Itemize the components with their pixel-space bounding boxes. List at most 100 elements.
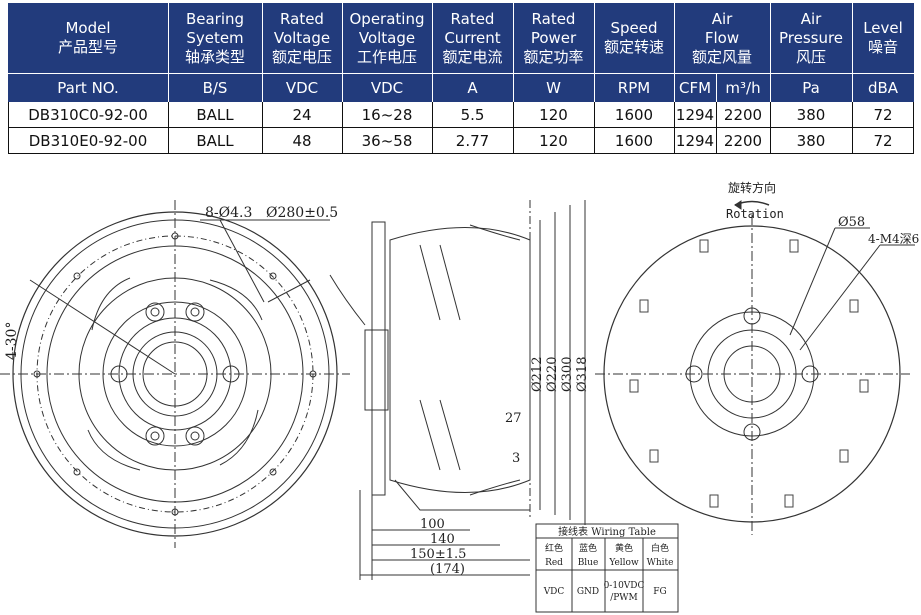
header-col-divider — [674, 3, 675, 102]
dim-174: (174) — [430, 562, 465, 577]
table-cell: 2200 — [723, 105, 763, 124]
table-cell: 16~28 — [361, 105, 413, 124]
unit-cell: B/S — [202, 78, 228, 97]
unit-cell: Part NO. — [57, 78, 119, 97]
technical-drawing: 8-Ø4.3 Ø280±0.5 4-30° Ø212 Ø220 Ø300 Ø31… — [0, 180, 919, 613]
header-en: Rated Current — [444, 9, 501, 47]
table-cell: 2200 — [723, 131, 763, 150]
wiring-table: 接线表 Wiring Table 红色RedVDC蓝色BlueGND黄色Yell… — [535, 523, 679, 613]
unit-cell: CFM — [678, 78, 712, 97]
table-cell: 1600 — [614, 131, 654, 150]
dim-140: 140 — [430, 532, 455, 547]
header-cn: 额定风量 — [691, 47, 752, 66]
header-en: Bearing Syetem — [185, 9, 245, 47]
unit-cell: VDC — [285, 78, 319, 97]
holes-label: 8-Ø4.3 — [205, 205, 252, 221]
table-cell: 36~58 — [361, 131, 413, 150]
dim-3: 3 — [512, 451, 520, 466]
rotation-label-cn: 旋转方向 — [728, 180, 776, 195]
front-view — [0, 200, 350, 548]
row-col-divider — [432, 102, 433, 154]
header-divider — [8, 73, 914, 74]
header-col-divider — [432, 3, 433, 102]
rear-vanes — [629, 239, 869, 508]
screws-label: 4-M4深6 — [868, 232, 919, 246]
table-cell: 1600 — [614, 105, 654, 124]
table-cell: 120 — [539, 131, 568, 150]
header-en: Operating Voltage — [349, 9, 425, 47]
rotation-label-en: Rotation — [726, 207, 784, 221]
dim-150: 150±1.5 — [410, 547, 466, 562]
header-col-divider — [716, 74, 717, 102]
rear-view — [595, 200, 915, 535]
dim-212: Ø212 — [530, 357, 545, 392]
table-cell: DB310E0-92-00 — [28, 131, 148, 150]
row-col-divider — [594, 102, 595, 154]
unit-cell: VDC — [370, 78, 404, 97]
header-col-divider — [594, 3, 595, 102]
wire-color-en: Red — [545, 558, 563, 568]
side-view — [329, 200, 586, 580]
wire-function-2: /PWM — [610, 593, 638, 603]
header-cn: 额定功率 — [523, 47, 584, 66]
wire-function: GND — [577, 587, 599, 597]
header-col-divider — [168, 3, 169, 102]
front-blades — [87, 277, 263, 471]
row-col-divider — [513, 102, 514, 154]
dim-100: 100 — [420, 517, 445, 532]
diameter-label: Ø280±0.5 — [266, 205, 338, 221]
wire-color-en: Yellow — [608, 558, 639, 568]
table-cell: 1294 — [675, 105, 715, 124]
angle-line — [29, 279, 176, 375]
wire-function: FG — [653, 587, 666, 597]
table-cell: BALL — [196, 131, 234, 150]
unit-cell: A — [467, 78, 478, 97]
header-en: Rated Voltage — [273, 9, 331, 47]
wiring-title: 接线表 Wiring Table — [558, 525, 656, 538]
header-en: Air Pressure — [778, 9, 844, 47]
dim-300: Ø300 — [560, 357, 575, 392]
header-cn: 轴承类型 — [184, 47, 245, 66]
header-col-divider — [513, 3, 514, 102]
wire-function: 0-10VDC — [604, 581, 645, 591]
header-cn: 噪音 — [867, 38, 898, 56]
hub-bolts — [110, 302, 240, 446]
table-cell: 1294 — [675, 131, 715, 150]
header-col-divider — [262, 3, 263, 102]
table-header-background — [8, 3, 914, 102]
unit-cell: RPM — [617, 78, 651, 97]
table-cell: 72 — [873, 105, 893, 124]
dim-220: Ø220 — [545, 357, 560, 392]
header-cn: 额定电压 — [271, 47, 332, 66]
unit-cell: W — [546, 78, 561, 97]
unit-cell: dBA — [867, 78, 899, 97]
row-col-divider — [770, 102, 771, 154]
row-col-divider — [168, 102, 169, 154]
row-col-divider — [674, 102, 675, 154]
table-cell: 48 — [292, 131, 312, 150]
header-en: Air Flow — [704, 9, 740, 47]
header-col-divider — [342, 3, 343, 102]
side-dims-v: Ø212 Ø220 Ø300 Ø318 — [530, 357, 590, 392]
wire-color-en: Blue — [578, 558, 599, 568]
header-en: Rated Power — [530, 9, 577, 47]
table-cell: 72 — [873, 131, 893, 150]
row-col-divider — [8, 102, 9, 154]
header-cn: 额定转速 — [603, 38, 664, 56]
row-col-divider — [716, 102, 717, 154]
row-col-divider — [342, 102, 343, 154]
row-divider — [8, 153, 914, 154]
wire-color-en: White — [647, 558, 674, 568]
wire-color-cn: 白色 — [651, 542, 669, 554]
row-col-divider — [852, 102, 853, 154]
angle-label: 4-30° — [4, 322, 20, 360]
header-en: Level — [863, 19, 903, 37]
table-cell: 5.5 — [460, 105, 485, 124]
